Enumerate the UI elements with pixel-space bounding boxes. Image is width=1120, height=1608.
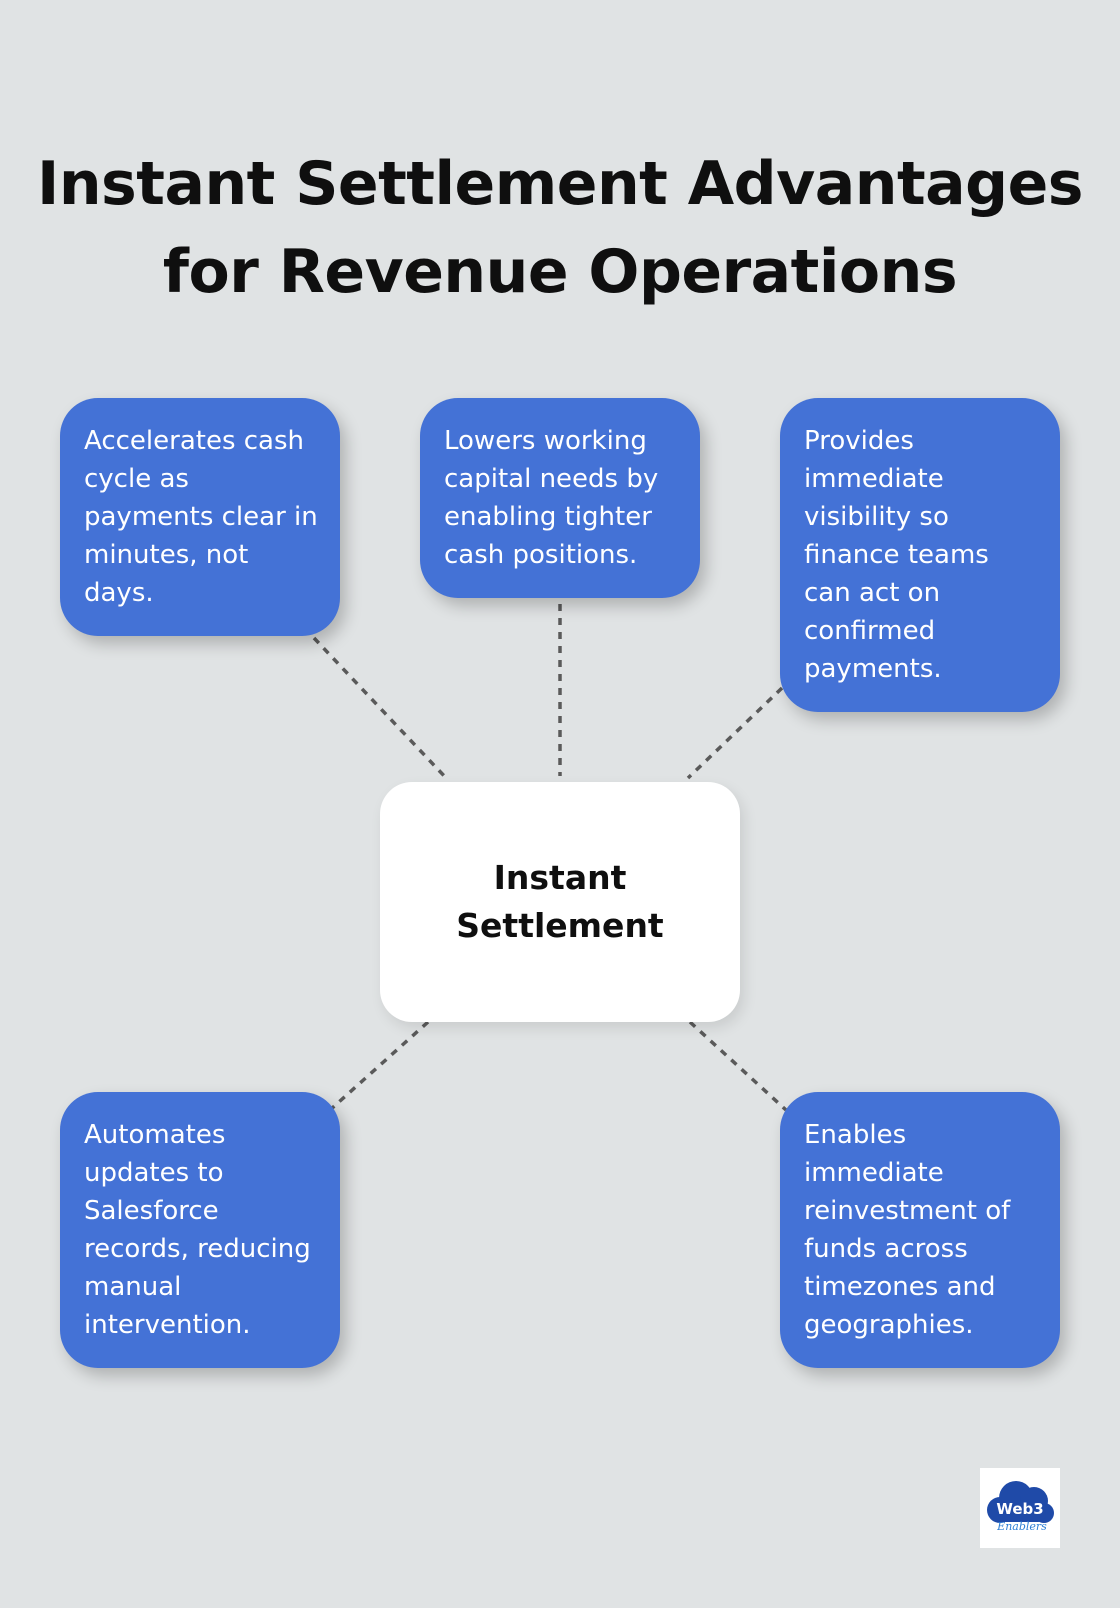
logo-secondary-text: Enablers	[996, 1520, 1047, 1533]
center-label: Instant Settlement	[456, 858, 664, 945]
benefit-text: Lowers working capital needs by enabling…	[444, 426, 659, 570]
logo-primary-text: Web3	[996, 1500, 1043, 1518]
benefit-card-visibility: Provides immediate visibility so finance…	[780, 398, 1060, 712]
benefit-text: Accelerates cash cycle as payments clear…	[84, 426, 318, 608]
connector-bottom-left	[328, 1020, 430, 1112]
benefit-text: Provides immediate visibility so finance…	[804, 426, 989, 684]
benefit-card-cash-cycle: Accelerates cash cycle as payments clear…	[60, 398, 340, 636]
connector-top-right	[686, 686, 784, 780]
page-title: Instant Settlement Advantages for Revenu…	[0, 140, 1120, 316]
brand-logo: Web3 Enablers	[980, 1468, 1060, 1548]
benefit-card-working-capital: Lowers working capital needs by enabling…	[420, 398, 700, 598]
benefit-text: Automates updates to Salesforce records,…	[84, 1120, 311, 1340]
title-line-1: Instant Settlement Advantages	[37, 149, 1083, 220]
center-node: Instant Settlement	[380, 782, 740, 1022]
connector-bottom-right	[688, 1020, 788, 1112]
connector-top-left	[312, 636, 450, 782]
title-line-2: for Revenue Operations	[162, 237, 958, 308]
benefit-card-salesforce: Automates updates to Salesforce records,…	[60, 1092, 340, 1368]
benefit-card-reinvestment: Enables immediate reinvestment of funds …	[780, 1092, 1060, 1368]
cloud-logo-icon: Web3 Enablers	[987, 1481, 1054, 1533]
benefit-text: Enables immediate reinvestment of funds …	[804, 1120, 1011, 1340]
